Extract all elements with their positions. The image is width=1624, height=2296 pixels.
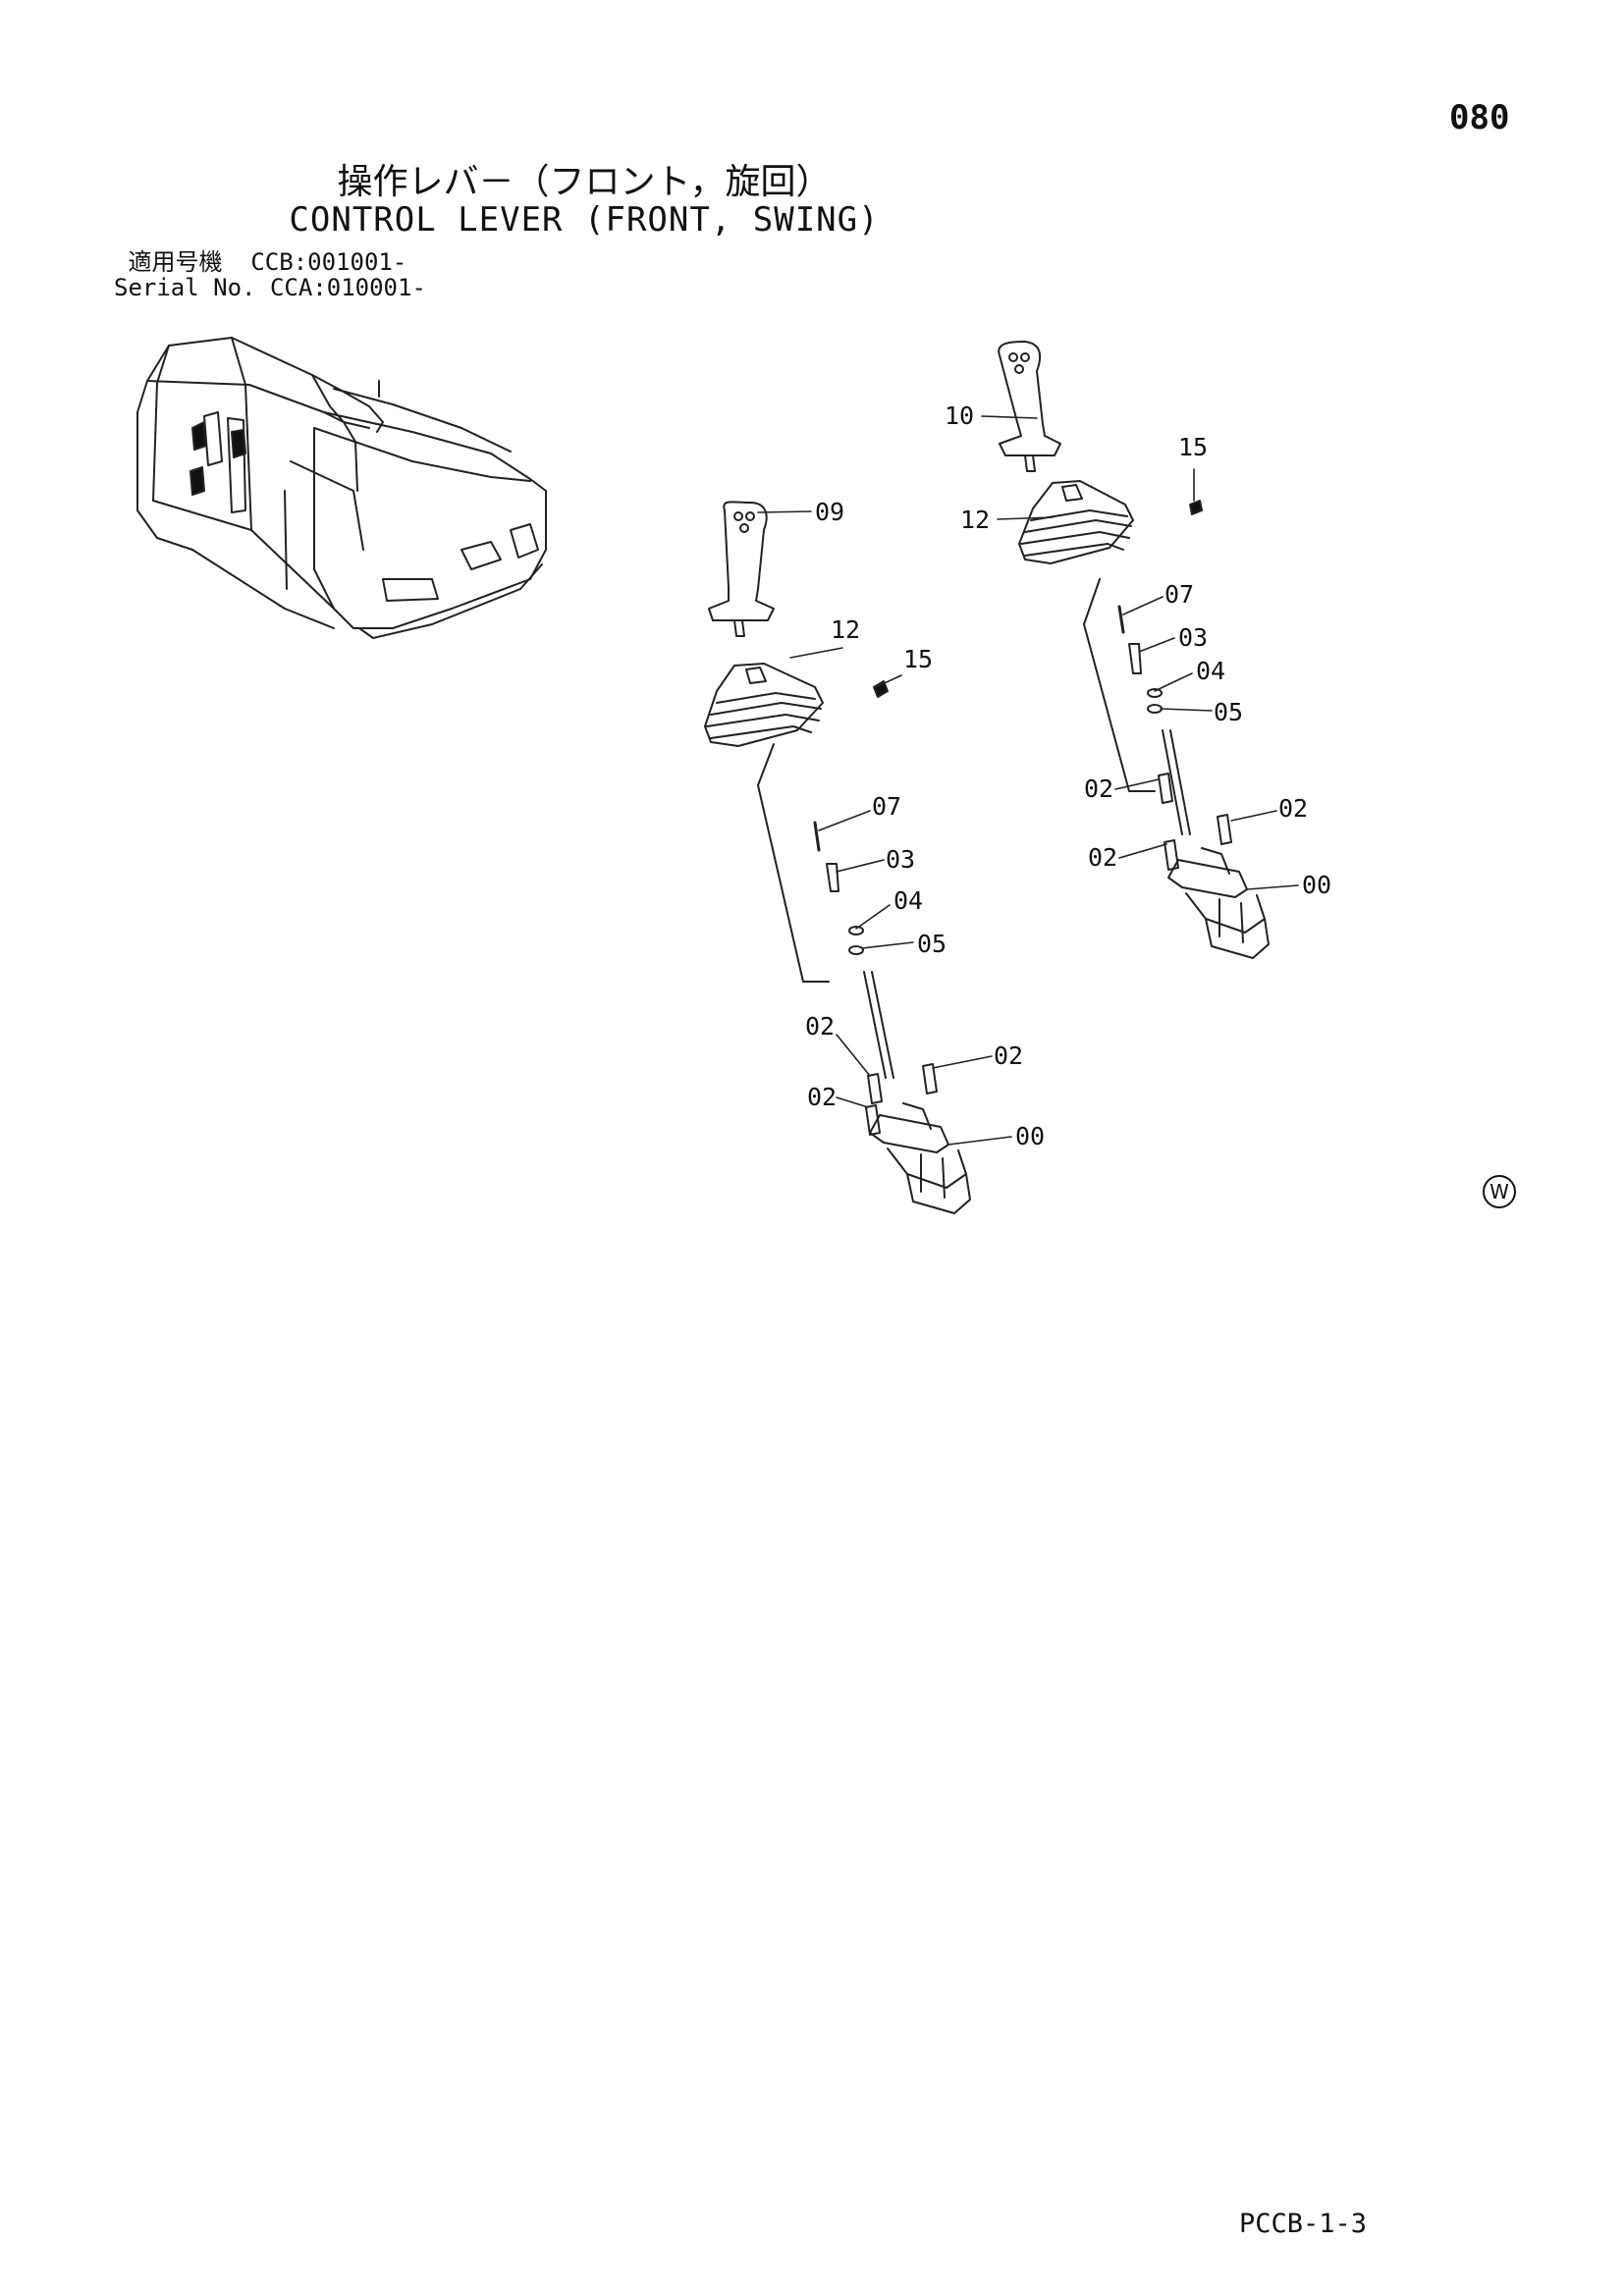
title-japanese: 操作レバ－（フロント，旋回） [337,162,832,202]
circled-w-mark: W [1483,1175,1516,1208]
serial-info: 適用号機 CCB:001001- Serial No. CCA:010001- [114,249,426,300]
callout-12-right: 12 [960,506,990,534]
right-lever-assembly [998,341,1270,959]
footer-code: PCCB-1-3 [1239,2209,1368,2239]
grip-10-shape [998,341,1061,456]
callout-05-right: 05 [1214,698,1243,726]
callout-07-left: 07 [872,792,901,821]
serial-value-ccb: CCB:001001- [250,248,407,276]
callout-10: 10 [945,401,974,430]
excavator-cab-illustration [136,337,547,639]
callout-02-left-2: 02 [807,1083,837,1111]
serial-value-cca: CCA:010001- [269,274,426,301]
callout-labels: 09 10 12 12 15 15 07 03 04 05 07 03 04 0… [805,401,1331,1150]
callout-04-left: 04 [893,886,923,915]
valve-00-left [869,1114,949,1153]
callout-09: 09 [815,498,844,526]
callout-15-left: 15 [903,645,933,673]
boot-12-left [704,663,824,747]
callout-03-left: 03 [886,845,915,874]
serial-label-en: Serial No. [114,274,256,301]
serial-row-1: 適用号機 CCB:001001- [114,249,426,275]
callout-03-right: 03 [1178,623,1208,652]
callout-02-right-2: 02 [1088,843,1117,872]
callout-02-right-1: 02 [1084,774,1113,803]
callout-12-left: 12 [831,615,860,644]
callout-02-left-1: 02 [805,1012,835,1041]
valve-00-right [1167,859,1248,898]
callout-07-right: 07 [1164,580,1194,609]
boot-12-right [1018,480,1134,564]
left-lever-assembly [704,501,971,1214]
serial-label-jp: 適用号機 [128,248,223,276]
page-number: 080 [1449,98,1510,137]
serial-row-2: Serial No. CCA:010001- [114,275,426,300]
callout-02-right-3: 02 [1278,794,1308,823]
callout-15-right: 15 [1178,433,1208,461]
grip-09-shape [708,501,775,621]
callout-05-left: 05 [917,930,947,958]
callout-02-left-3: 02 [994,1041,1023,1070]
callout-00-left: 00 [1015,1122,1045,1150]
callout-leaders [757,415,1299,1146]
title-english: CONTROL LEVER (FRONT, SWING) [289,200,880,240]
callout-00-right: 00 [1302,871,1331,899]
callout-04-right: 04 [1196,657,1225,685]
